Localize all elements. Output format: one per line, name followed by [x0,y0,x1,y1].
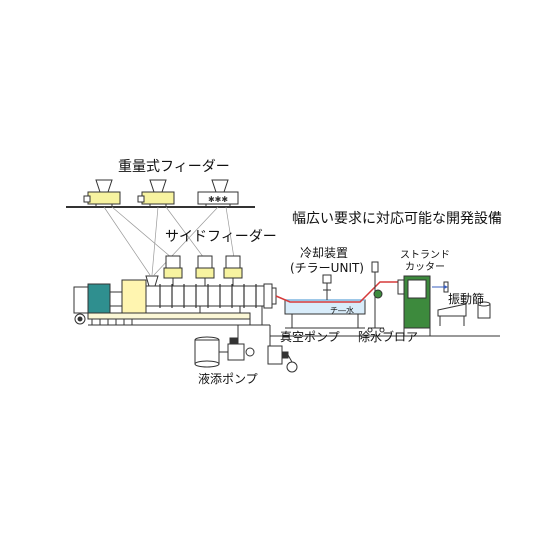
gearbox [121,279,147,314]
label-vacuum-pump: 真空ポンプ [280,330,340,344]
barrel [145,285,265,307]
side-feeder-3 [223,255,243,286]
feed-lines [103,206,235,276]
chiller-unit [322,274,332,284]
liquid-pump-unit [227,343,245,361]
label-dewater-blower: 除水ブロア [358,330,419,344]
vacuum-pump-body [267,345,283,365]
die [263,283,273,309]
label-side-feeder: サイドフィーダー [165,229,277,245]
gravimetric-feeders: ✱✱✱ [66,179,255,276]
label-vibrating-sieve: 振動篩 [448,292,485,306]
label-strand-cutter-2: カッター [405,262,445,273]
motor-drive [87,283,111,314]
motor [73,286,89,314]
main-hopper [145,275,159,287]
label-tagline: 幅広い要求に対応可能な開発設備 [292,211,502,227]
liquid-pump [194,325,255,368]
label-strand-cutter-1: ストランド [400,250,450,261]
vibrating-sieve [432,281,491,326]
extruder-base [87,312,251,320]
label-gravimetric-feeder: 重量式フィーダー [118,159,230,175]
dewater-blower [367,261,385,333]
sieve-tray [437,303,467,317]
label-cooling-unit: 冷却装置 [300,246,349,260]
extruder [73,275,277,326]
side-feeders [163,255,243,286]
label-chiller-unit: (チラーUNIT) [290,261,364,275]
svg-text:✱✱✱: ✱✱✱ [208,195,228,204]
label-water: チ―水 [330,306,354,315]
gravimetric-feeder-2 [137,179,175,207]
gravimetric-feeder-1 [83,179,121,207]
label-liquid-pump: 液添ポンプ [198,372,258,386]
blower-head [371,261,379,273]
strand [275,281,405,303]
vacuum-pump [267,325,298,373]
side-feeder-2 [195,255,215,286]
strand-cutter [397,275,431,336]
barrel-segments [159,284,257,308]
gravimetric-feeder-3: ✱✱✱ [197,179,239,207]
side-feeder-1 [163,255,183,286]
water-bath [284,274,366,329]
liquid-tank [194,339,220,365]
